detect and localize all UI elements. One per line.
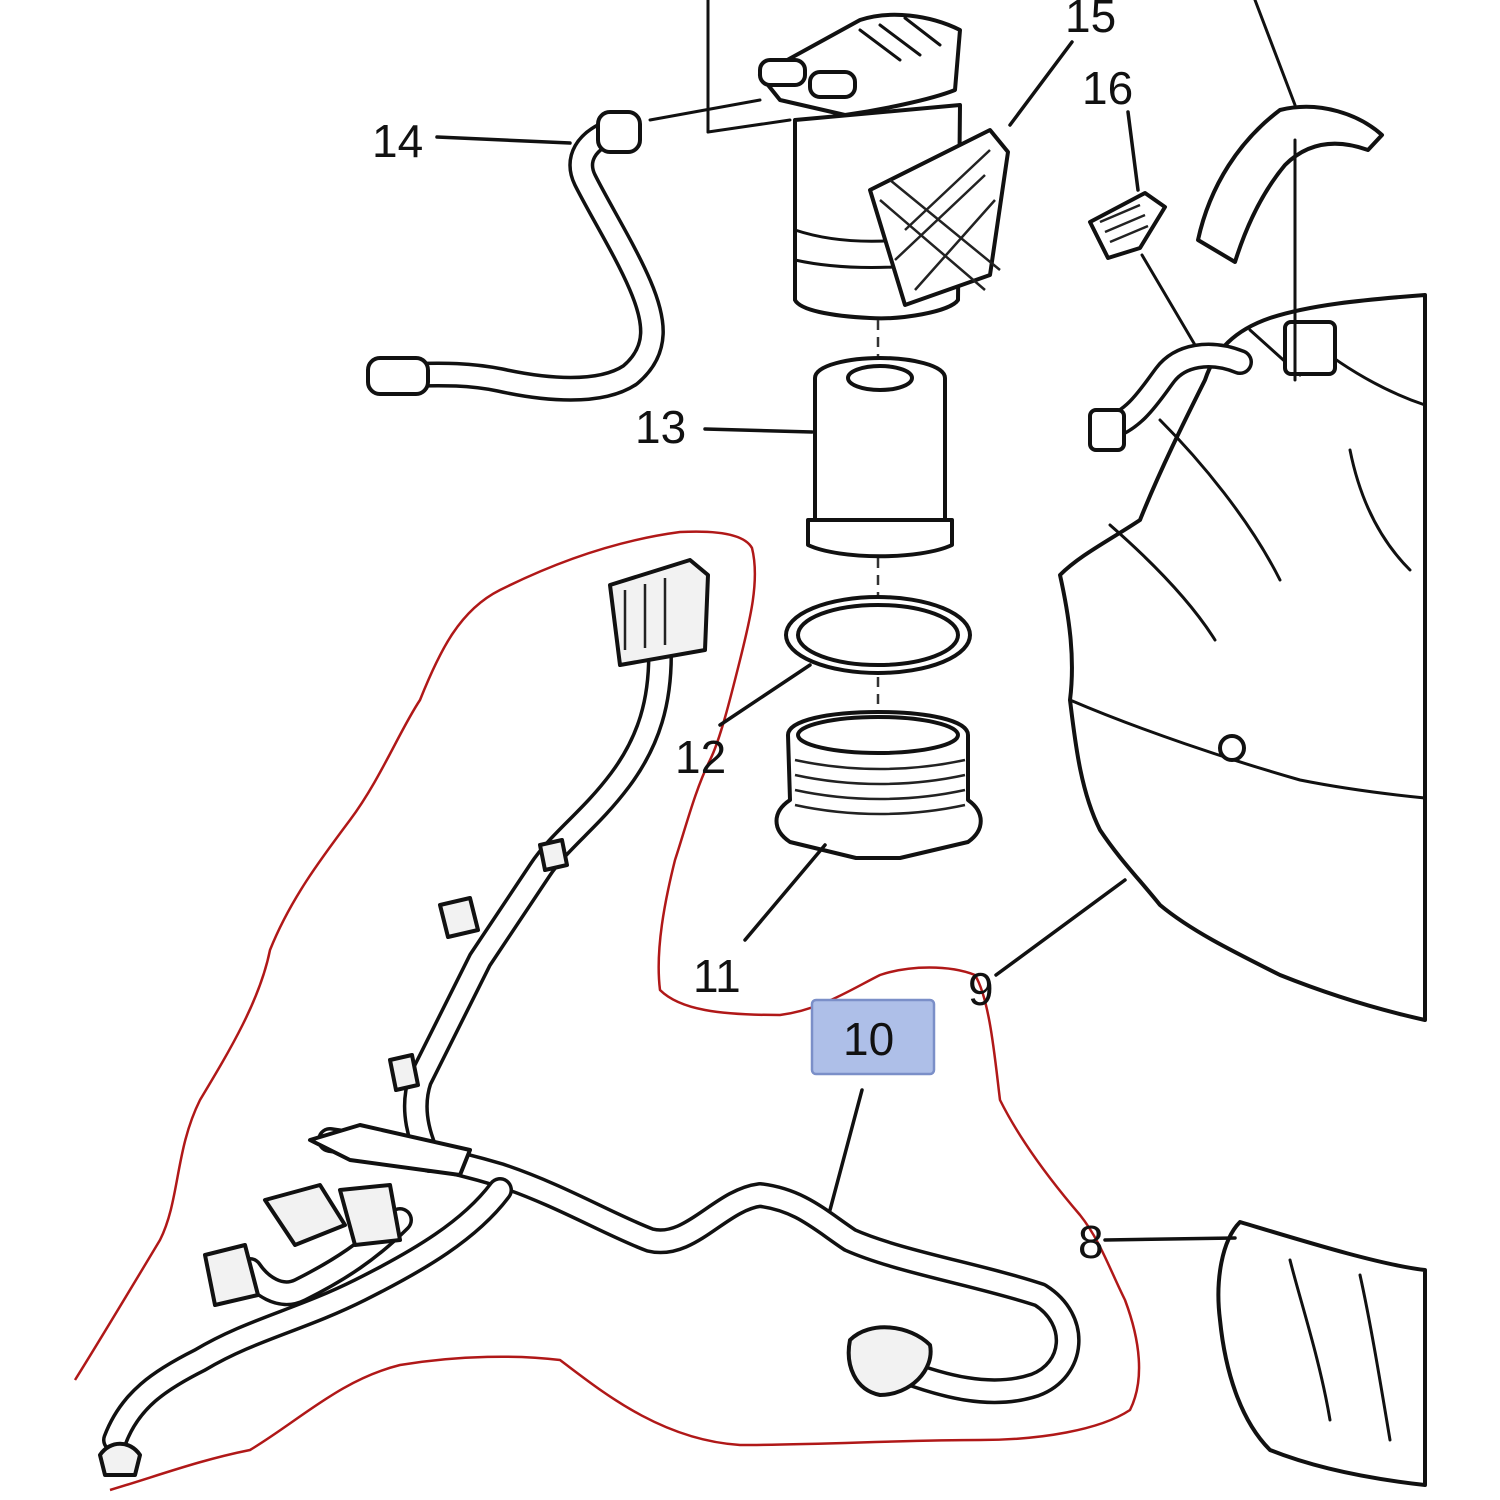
callout-8: 8 bbox=[1078, 1216, 1104, 1268]
o-ring-12 bbox=[784, 595, 972, 675]
filter-cap-11 bbox=[774, 710, 983, 860]
coolant-tube-14 bbox=[366, 110, 665, 402]
callout-12: 12 bbox=[675, 731, 726, 783]
callout-13: 13 bbox=[635, 401, 686, 453]
sensor-tube bbox=[1088, 342, 1253, 452]
callout-10: 10 bbox=[843, 1013, 894, 1065]
filter-element-13 bbox=[806, 356, 954, 559]
harness-highlight-outline bbox=[73, 530, 1141, 1492]
oil-filter-housing-15 bbox=[758, 12, 1010, 321]
callout-11: 11 bbox=[693, 950, 741, 1002]
leader-lines bbox=[435, 0, 1237, 1242]
callout-16: 16 bbox=[1082, 62, 1133, 114]
callout-10-highlight bbox=[810, 998, 936, 1076]
sensor-16 bbox=[1088, 191, 1197, 347]
callout-9: 9 bbox=[968, 963, 994, 1015]
wiring-harness-10 bbox=[98, 558, 1081, 1477]
callout-15: 15 bbox=[1065, 0, 1116, 42]
engine-housing bbox=[1058, 293, 1427, 1022]
callout-14: 14 bbox=[372, 115, 423, 167]
bracket bbox=[1196, 0, 1384, 382]
oil-pan bbox=[1216, 1220, 1427, 1487]
